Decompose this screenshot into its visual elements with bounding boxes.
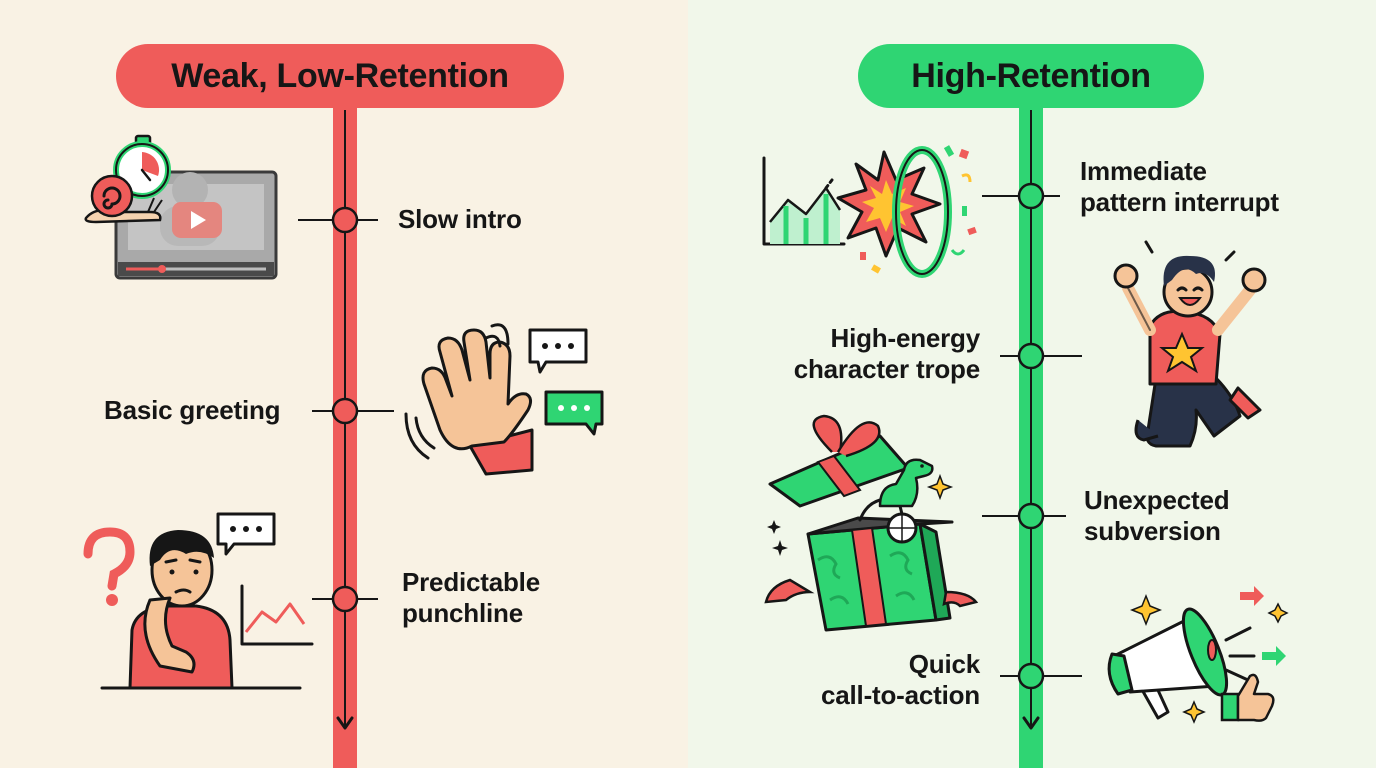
explosion-icon xyxy=(836,150,942,258)
weak-node-3 xyxy=(312,585,378,613)
line-chart-icon xyxy=(762,156,846,246)
speech-bubble-icon xyxy=(528,328,588,374)
snail-icon xyxy=(84,174,163,224)
weak-retention-title: Weak, Low-Retention xyxy=(116,44,564,108)
gift-box-icon xyxy=(764,414,979,632)
hoop-icon xyxy=(892,146,952,278)
weak-node-2 xyxy=(312,397,394,425)
stopwatch-icon xyxy=(113,134,171,199)
confused-person-icon xyxy=(100,530,302,690)
megaphone-icon xyxy=(1107,607,1256,720)
unicycle-icon xyxy=(886,505,918,544)
high-item-label: Quick call-to-action xyxy=(821,649,980,710)
sparkle-icon xyxy=(1129,593,1289,724)
waving-hand-icon xyxy=(404,323,534,476)
high-item-label: High-energy character trope xyxy=(793,323,981,384)
speech-bubble-icon xyxy=(216,512,276,556)
weak-item-label: Predictable punchline xyxy=(402,567,540,628)
dinosaur-icon xyxy=(858,458,934,522)
high-item-label: Unexpected subversion xyxy=(1084,485,1230,546)
high-node-3 xyxy=(982,502,1066,530)
weak-item-label: Basic greeting xyxy=(104,395,281,425)
high-retention-title: High-Retention xyxy=(858,44,1204,108)
line-chart-icon xyxy=(240,584,314,646)
weak-node-1 xyxy=(298,206,378,234)
thumbs-up-icon xyxy=(1220,673,1275,722)
question-mark-icon xyxy=(83,527,135,606)
jumping-person-icon xyxy=(1113,240,1267,448)
high-node-2 xyxy=(1000,342,1082,370)
high-node-4 xyxy=(1000,662,1082,690)
sparkle-icon xyxy=(767,473,954,556)
weak-item-label: Slow intro xyxy=(398,204,522,234)
high-item-label: Immediate pattern interrupt xyxy=(1080,156,1279,217)
arrow-icon xyxy=(1240,586,1286,666)
confetti-icon xyxy=(860,145,977,274)
play-icon xyxy=(172,202,222,238)
high-node-1 xyxy=(982,182,1060,210)
speech-bubble-icon xyxy=(544,390,604,436)
